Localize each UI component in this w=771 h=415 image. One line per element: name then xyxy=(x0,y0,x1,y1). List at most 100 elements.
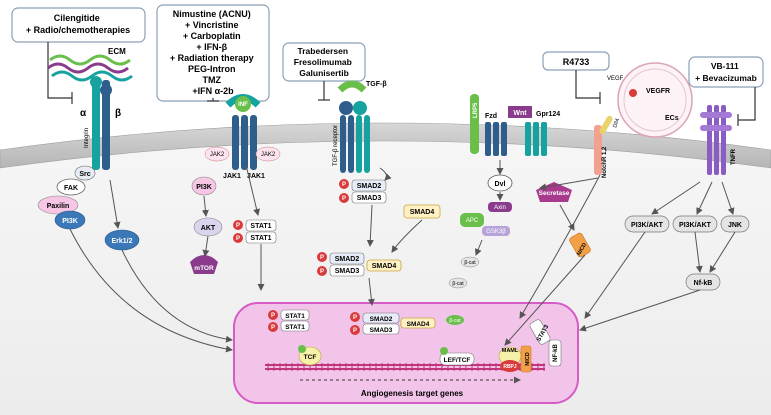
phospho-stat1-b xyxy=(233,233,243,243)
wnt-label: Wnt xyxy=(513,110,527,117)
vegf-ligand xyxy=(629,89,637,97)
pi3k-left-label: PI3K xyxy=(62,218,78,225)
erk-label: Erk1/2 xyxy=(111,238,132,245)
jak2-left-label: JAK2 xyxy=(210,152,225,158)
nicd-free-node xyxy=(569,232,591,258)
rbpj-label: RBPJ xyxy=(503,364,517,370)
phospho-p-label: P xyxy=(342,182,346,188)
jak1-left-label: JAK1 xyxy=(223,173,241,180)
tgfb-label: TGF-β xyxy=(366,81,387,88)
pi3k-akt-node-1 xyxy=(624,215,670,233)
stat1-nucleus-label-1: STAT1 xyxy=(285,313,305,320)
nfkb-nucleus-label: NF-kB xyxy=(553,344,559,362)
smad3-box-a xyxy=(351,191,387,204)
pi3k-akt-label-2: PI3K/AKT xyxy=(679,222,712,229)
smad3-label-a: SMAD3 xyxy=(357,195,382,202)
apc-label: APC xyxy=(466,218,479,224)
stat1-label-a: STAT1 xyxy=(250,223,271,230)
integrin-label: Integrin xyxy=(84,128,90,148)
phospho-p-label: P xyxy=(271,325,275,331)
tnfr-label: TNFR xyxy=(731,148,737,165)
smad3-box-b xyxy=(329,264,365,277)
fzd-receptor xyxy=(485,122,507,156)
nfkb-nucleus-box xyxy=(548,339,562,367)
b-cat-label: β-cat xyxy=(449,318,461,324)
pi3k-akt-label-1: PI3K/AKT xyxy=(631,222,664,229)
jnk-label: JNK xyxy=(728,222,742,229)
jak2-right-label: JAK2 xyxy=(261,152,276,158)
phospho-p-label: P xyxy=(353,315,357,321)
integrin-receptor xyxy=(90,76,112,170)
rbpj-node xyxy=(500,360,520,372)
smad4-free-box xyxy=(403,204,441,219)
gsk3b-node xyxy=(482,226,510,236)
paxilin-node xyxy=(37,195,79,215)
nicd-nucleus-label: NICD xyxy=(525,352,531,365)
tgfb-receptor xyxy=(339,101,370,173)
drug-text-vb111: VB-111 + Bevacizumab xyxy=(695,61,757,83)
notch-receptor xyxy=(594,115,613,175)
lrp5-receptor xyxy=(470,94,479,154)
drug-box-vb111 xyxy=(688,56,764,88)
drug-box-cilengitide xyxy=(11,7,146,43)
paxilin-label: Paxilin xyxy=(47,203,70,210)
smad4-nucleus-box xyxy=(400,317,436,329)
stat1-nucleus-label-2: STAT1 xyxy=(285,324,305,331)
signal-arrows xyxy=(69,160,736,353)
axin-label: Axin xyxy=(494,205,506,211)
stat1-box-a xyxy=(245,219,277,232)
ecm-fiber xyxy=(49,54,131,66)
jak2-right-node xyxy=(255,146,281,162)
nucleus xyxy=(233,302,579,404)
inf-label: INF xyxy=(238,102,248,108)
nicd-free-label: NICD xyxy=(576,242,588,257)
smad3-nucleus-label: SMAD3 xyxy=(370,327,393,334)
notch-label: NotchR 1,2 xyxy=(602,146,608,178)
gpr124-receptor xyxy=(525,122,547,156)
vegfr-label: VEGFR xyxy=(646,88,670,95)
tnfr-receptor xyxy=(700,105,732,175)
src-label: Src xyxy=(79,171,90,178)
pi3k-mid-node xyxy=(191,176,217,196)
gpr124-label: Gpr124 xyxy=(536,111,560,118)
integrin-beta-label: β xyxy=(115,108,121,119)
b-cat-free-2 xyxy=(448,277,468,289)
smad2-nucleus-box xyxy=(362,312,400,324)
smad4-free-label: SMAD4 xyxy=(410,209,435,216)
phospho-p-label: P xyxy=(320,269,324,275)
fzd-label: Fzd xyxy=(485,113,497,120)
b-cat-label: β-cat xyxy=(452,281,464,287)
jak2-left-node xyxy=(204,146,230,162)
lrp5-label: LRP5 xyxy=(473,102,479,118)
secretase-label: Secretase xyxy=(539,190,570,197)
gsk3b-label: GSK3β xyxy=(486,229,506,235)
fak-node xyxy=(56,178,86,196)
dvl-label: Dvl xyxy=(495,181,506,188)
mtor-node xyxy=(190,255,218,274)
integrin-alpha-label: α xyxy=(80,108,87,119)
nicd-nucleus-node xyxy=(520,345,532,373)
ecs-label: ECs xyxy=(665,115,679,122)
jak1-right-label: JAK1 xyxy=(247,173,265,180)
vegf-label: VEGF xyxy=(607,76,624,82)
phospho-p-label: P xyxy=(271,313,275,319)
stat1-box-b xyxy=(245,231,277,244)
lef-tcf-label: LEF/TCF xyxy=(444,357,471,364)
drug-text-r4733: R4733 xyxy=(563,57,590,67)
drug-text-acnu: Nimustine (ACNU) + Vincristine + Carbopl… xyxy=(170,9,256,96)
b-cat-free-1 xyxy=(460,256,480,268)
b-cat-nucleus xyxy=(446,315,464,325)
dvl-node xyxy=(487,174,513,192)
maml-label: MAML xyxy=(502,348,519,354)
smad2-label-b: SMAD2 xyxy=(335,256,360,263)
phospho-p-label: P xyxy=(342,196,346,202)
ecm-label: ECM xyxy=(108,47,126,56)
phospho-p-label: P xyxy=(320,255,324,261)
phospho-p-label: P xyxy=(353,328,357,334)
smad2-nucleus-label: SMAD2 xyxy=(370,316,393,323)
drug-text-cilengitide: Cilengitide + Radio/chemotherapies xyxy=(26,13,130,35)
smad3-nucleus-box xyxy=(362,323,400,335)
tcf-label: TCF xyxy=(304,354,317,361)
